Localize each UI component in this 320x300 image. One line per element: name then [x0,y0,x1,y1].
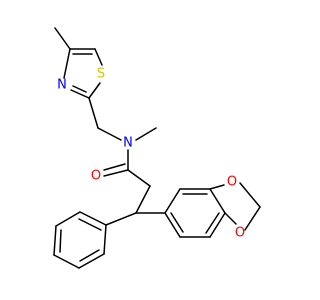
bond-ph-c2-c3 [55,211,81,227]
atom-s1: S [97,67,105,82]
bond-bd-c6-c1-double [170,212,184,233]
bond-ph-c3-c4 [53,225,57,256]
bond-ph-c5-c6-double [79,249,100,262]
molecule-structure: S N N O O O [53,27,261,269]
bonds [53,27,261,269]
bond-ph-c3-c4-double [59,229,62,253]
bond-ph-c1-c2-double [78,218,102,231]
bond-c2-ch2 [88,97,99,129]
bond-ph-c1-c2 [79,211,107,226]
bond-s1-c2 [88,82,101,99]
bond-c-o [103,169,129,177]
bond-o-top-ch2 [239,182,261,208]
bond-o-bottom-ch2 [244,206,261,231]
bond-carbonyl-ch2 [127,169,151,187]
bond-bd-c4-c5-double [205,212,220,234]
bond-ch-phenyl [105,212,137,226]
atom-n-thiazole: N [57,78,67,93]
bond-bd-c6-c1 [164,212,181,238]
bond-c3-o-top [209,184,225,190]
bond-thiazole-methyl [54,27,71,50]
bond-c2-n3-double [72,85,87,93]
bond-bd-c4-c5 [209,212,226,238]
bond-c-o-double [103,163,126,171]
atom-o-carbonyl: O [91,169,101,184]
bond-ph-c6-c1 [103,224,107,255]
bond-n-methyl [135,127,157,141]
atom-labels: S N N O O O [57,67,245,241]
bond-c2-n3 [70,89,90,99]
bond-bd-c1-c2 [164,188,181,214]
bond-bd-c3-c4 [209,188,226,214]
bond-n3-c4 [63,48,71,79]
bond-ch2-ch [135,185,151,214]
atom-o-dioxole-bottom: O [235,226,245,241]
bond-c5-s1 [94,48,103,66]
bond-c4-o-bottom [224,212,237,225]
bond-ph-c4-c5 [53,254,80,269]
atom-n-amide: N [123,136,133,151]
atom-o-dioxole-top: O [227,175,237,190]
bond-ph-c5-c6 [78,253,105,269]
bond-ch2-n-amide [97,127,122,141]
molecule-canvas: S N N O O O [53,27,261,269]
